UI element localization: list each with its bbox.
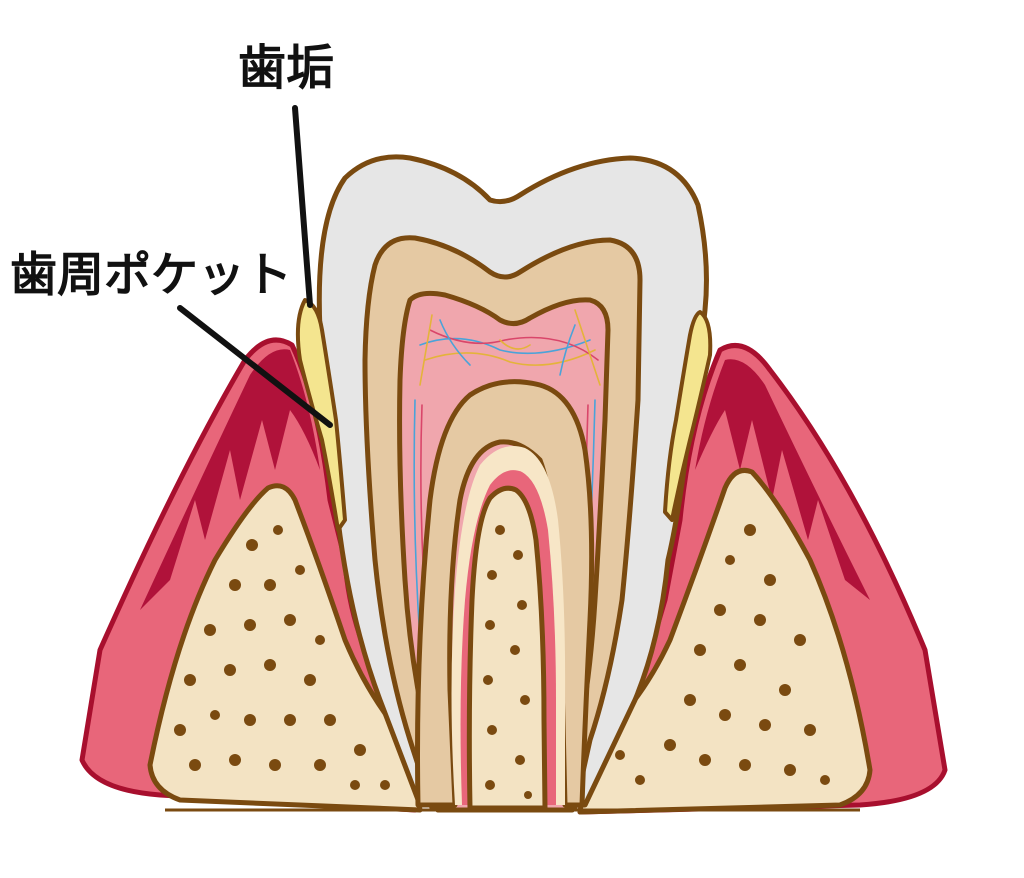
- plaque-label: 歯垢: [238, 40, 335, 96]
- right-gum-shading: [695, 359, 870, 600]
- left-gum-shading: [140, 349, 320, 610]
- periodontal-pocket-label: 歯周ポケット: [10, 248, 292, 303]
- plaque-leader-line: [292, 105, 313, 308]
- pocket-leader-line: [177, 305, 333, 428]
- plaque-right: [663, 310, 713, 522]
- bone-marrow-dots: [174, 524, 830, 799]
- furcation-bone: [466, 485, 548, 811]
